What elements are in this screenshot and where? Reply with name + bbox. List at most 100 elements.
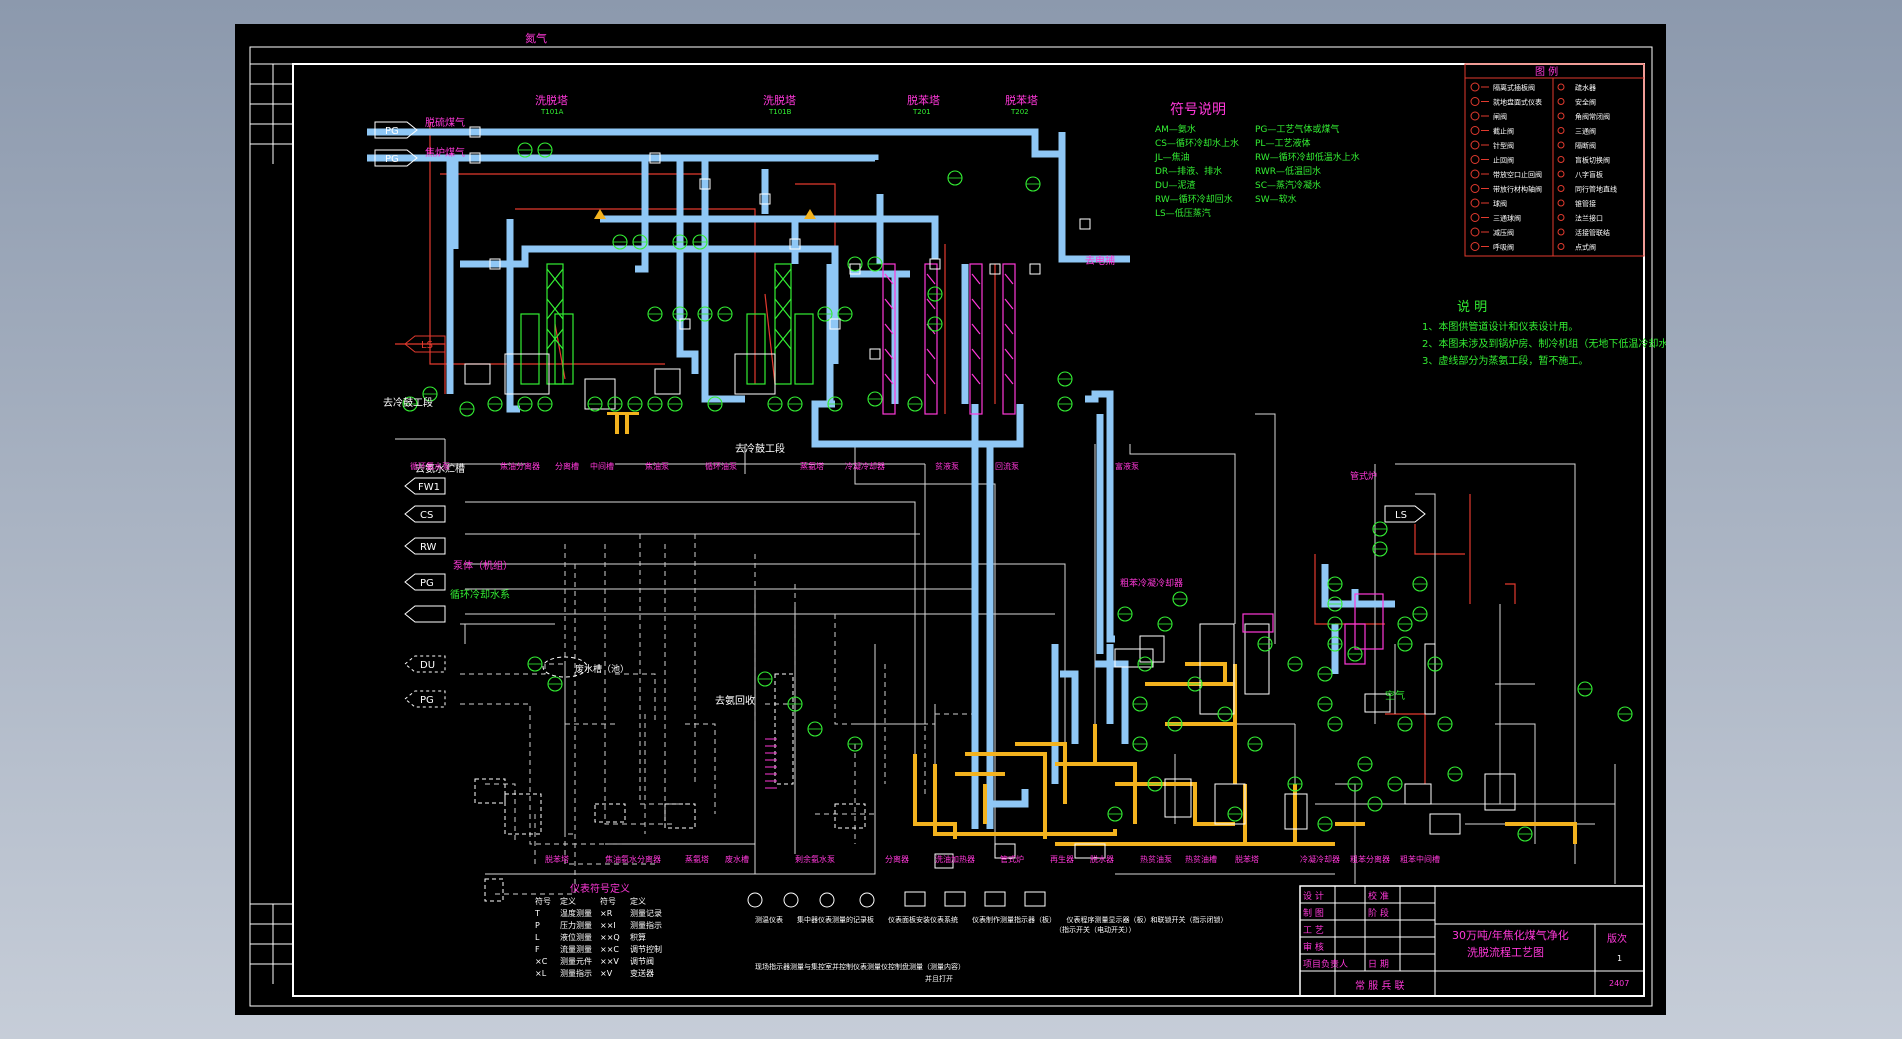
to-dash-label: 去氨回收	[715, 694, 755, 707]
tower-tag-3: T201	[912, 108, 931, 116]
note-line-3: 3、虚线部分为蒸氨工段，暂不施工。	[1422, 354, 1588, 367]
equipment-label-row2: 分离器	[885, 854, 909, 864]
outer-frame	[249, 46, 1653, 1007]
pipe-valve-icon	[699, 178, 711, 190]
stream-rw: RW	[420, 542, 437, 553]
tower-label-2: 洗脱塔	[763, 93, 796, 107]
equipment-label-row1: 冷凝冷却器	[845, 461, 885, 471]
equipment-label-row3: 粗苯分离器	[1350, 854, 1390, 864]
stream-dash1: DU	[420, 660, 435, 671]
equipment-label-row1: 焦油分离器	[500, 461, 540, 471]
note-line-2: 2、本图未涉及到锅炉房、制冷机组（无地下低温冷却水时用）。	[1422, 337, 1666, 350]
instr-symbol: F	[535, 945, 540, 954]
mid-labels: 粗苯冷凝冷却器 管式炉 废水槽（池）	[575, 470, 1377, 675]
pipe-valve-icon	[789, 238, 801, 250]
instr-def2: 测量指示	[630, 920, 662, 930]
equipment-label-row3: 粗苯中间槽	[1400, 854, 1440, 864]
legend-symbol2-icon	[1557, 170, 1565, 178]
legend-item2-label: 点式阀	[1575, 243, 1596, 252]
title-block-field: 设 计	[1303, 890, 1324, 902]
instr-def: 液位测量	[560, 932, 592, 942]
company-name: 常 服 兵 联	[1355, 979, 1405, 992]
legend-symbol2-icon	[1557, 83, 1565, 91]
legend-item-label: 截止阀	[1493, 127, 1514, 136]
air-label: 空气	[1385, 689, 1405, 702]
equipment-label-row3: 冷凝冷却器	[1300, 854, 1340, 864]
instr-head-2: 定义	[560, 896, 576, 906]
instr-def2: 测量记录	[630, 909, 662, 918]
instr-head-1: 符号	[535, 896, 551, 906]
symbol-def-left: CS—循环冷却水上水	[1155, 137, 1239, 149]
legend-item2-label: 同行管地直线	[1575, 185, 1617, 194]
tower-label-4: 脱苯塔	[1005, 93, 1038, 107]
equipment-label-row1: 分离槽	[555, 461, 579, 471]
to-next-label: 去电捕	[1085, 254, 1115, 267]
symbol-def-left: JL—焦油	[1154, 151, 1190, 163]
drawing-title-line-2: 洗脱流程工艺图	[1467, 945, 1544, 959]
towers	[520, 263, 814, 385]
ammonia-equipment	[474, 656, 866, 902]
legend-item-label: 减压阀	[1493, 228, 1514, 237]
hot-furnace-label: 管式炉	[1350, 470, 1377, 482]
legend-item-label: 三通球阀	[1493, 214, 1521, 223]
pipe-valve-icon	[759, 193, 771, 205]
equipment-label-row3: 脱水器	[1090, 854, 1114, 864]
tower-tags: T101A T101B T201 T202	[540, 108, 1029, 116]
legend-item2-label: 锥管接	[1575, 199, 1596, 208]
note-line-1: 1、本图供管道设计和仪表设计用。	[1422, 320, 1578, 333]
symbol-legend-title: 符号说明	[1170, 102, 1226, 118]
pipe-valve-icon	[649, 152, 661, 164]
top-label: 氮气	[525, 31, 547, 45]
legend-symbol-icon	[1470, 97, 1480, 106]
tower-tag-4: T202	[1010, 108, 1029, 116]
pipe-valve-icon	[469, 126, 481, 138]
equipment-label-row1: 循环油泵	[705, 461, 737, 471]
legend-symbol2-icon	[1557, 228, 1565, 236]
symbol-def-left: LS—低压蒸汽	[1155, 207, 1211, 219]
legend-symbol-icon	[1470, 169, 1480, 179]
legend-item-label: 带放空口止回阀	[1493, 170, 1542, 179]
tower-tag-1: T101A	[540, 108, 564, 116]
equipment-label-row2: 剩余氨水泵	[795, 854, 835, 864]
cad-sheet: 氮气	[235, 24, 1666, 1015]
legend-symbol-icon	[1470, 227, 1480, 237]
symbol-def-right: RWR—低温回水	[1255, 165, 1321, 177]
scrubber-columns	[882, 263, 1016, 415]
pipe-valve-icon	[679, 318, 691, 330]
to-cool2-label: 去冷鼓工段	[735, 442, 785, 455]
red-lines	[395, 122, 1516, 784]
symbol-def-left: AM—氨水	[1155, 123, 1196, 135]
legend-symbol-icon	[1470, 126, 1480, 135]
pipe-valve-icon	[1079, 218, 1091, 230]
legend-symbol-icon	[1470, 155, 1480, 164]
pipe-valve-icon	[829, 318, 841, 330]
rev-value: 1	[1617, 954, 1622, 963]
gas-pipes-blue	[367, 128, 1395, 829]
title-block-field2: 校 准	[1368, 890, 1389, 902]
equipment-label-row1: 蒸氨塔	[800, 461, 824, 471]
notes: 说 明 1、本图供管道设计和仪表设计用。 2、本图未涉及到锅炉房、制冷机组（无地…	[1422, 300, 1666, 367]
stream-tag-labels: PG 脱硫煤气 PG 焦炉煤气 LS 去电捕 去冷鼓工段 去冷鼓工段 去氨水贮槽…	[383, 116, 1407, 707]
title-block-field2: 日 期	[1368, 959, 1389, 970]
lower-equipment	[934, 623, 1516, 869]
pump-label: 泵体（机组）	[453, 559, 513, 572]
symbol-def-right: PG—工艺气体或煤气	[1255, 123, 1339, 135]
notes-title: 说 明	[1457, 300, 1487, 315]
equipment-label-row3: 脱苯塔	[1235, 854, 1259, 864]
cooling-side-label: 循环冷却水系	[450, 588, 510, 601]
legend-item2-label: 活接管联结	[1575, 228, 1610, 237]
equipment-labels: 循环氨水泵焦油分离器分离槽中间槽焦油泵循环油泵蒸氨塔冷凝冷却器贫液泵回流泵富液泵…	[410, 461, 1440, 864]
legend-symbol-icon	[1470, 213, 1480, 222]
legend-symbol-icon	[1470, 184, 1480, 193]
tower-label-1: 洗脱塔	[535, 93, 568, 107]
legend-symbol2-icon	[1557, 127, 1565, 134]
title-block-field2: 阶 段	[1368, 907, 1389, 919]
legend-symbol2-icon	[1557, 185, 1565, 192]
instr-symbol2: ××I	[600, 921, 616, 930]
stream-in1-label: 脱硫煤气	[425, 116, 465, 129]
stream-ls2: LS	[1395, 510, 1407, 521]
legend-item-label: 呼吸阀	[1493, 243, 1514, 252]
pipe-valve-icon	[849, 263, 861, 275]
legend-item-label: 带放行材构轴阀	[1493, 185, 1542, 194]
